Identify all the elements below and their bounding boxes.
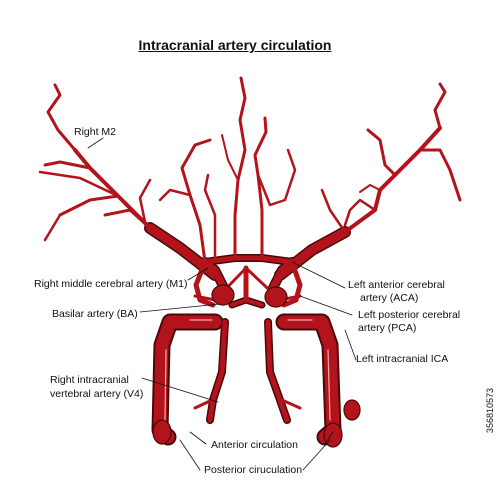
- artery-highlights: [164, 319, 331, 421]
- stock-id: 356810573: [485, 388, 495, 434]
- label-right-m1: Right middle cerebral artery (M1): [34, 278, 188, 290]
- leader-lines: [87, 137, 357, 471]
- label-right-v4-line1: Right intracranial: [50, 374, 129, 386]
- label-left-ica: Left intracranial ICA: [356, 353, 449, 365]
- label-right-v4-line2: vertebral artery (V4): [50, 388, 144, 400]
- diagram-title: Intracranial artery circulation: [138, 37, 332, 53]
- label-left-aca-line1: Left anterior cerebral: [348, 279, 445, 291]
- artery-bulbs: [152, 284, 361, 448]
- label-anterior-circulation: Anterior circulation: [211, 439, 298, 451]
- label-basilar-artery: Basilar artery (BA): [52, 308, 138, 320]
- label-left-pca-line1: Left posterior cerebral: [358, 309, 461, 321]
- label-posterior-circulation: Posterior ciruculation: [204, 464, 303, 476]
- label-right-m2: Right M2: [74, 126, 117, 138]
- label-left-pca-line2: artery (PCA): [358, 322, 417, 334]
- label-left-aca-line2: artery (ACA): [360, 292, 419, 304]
